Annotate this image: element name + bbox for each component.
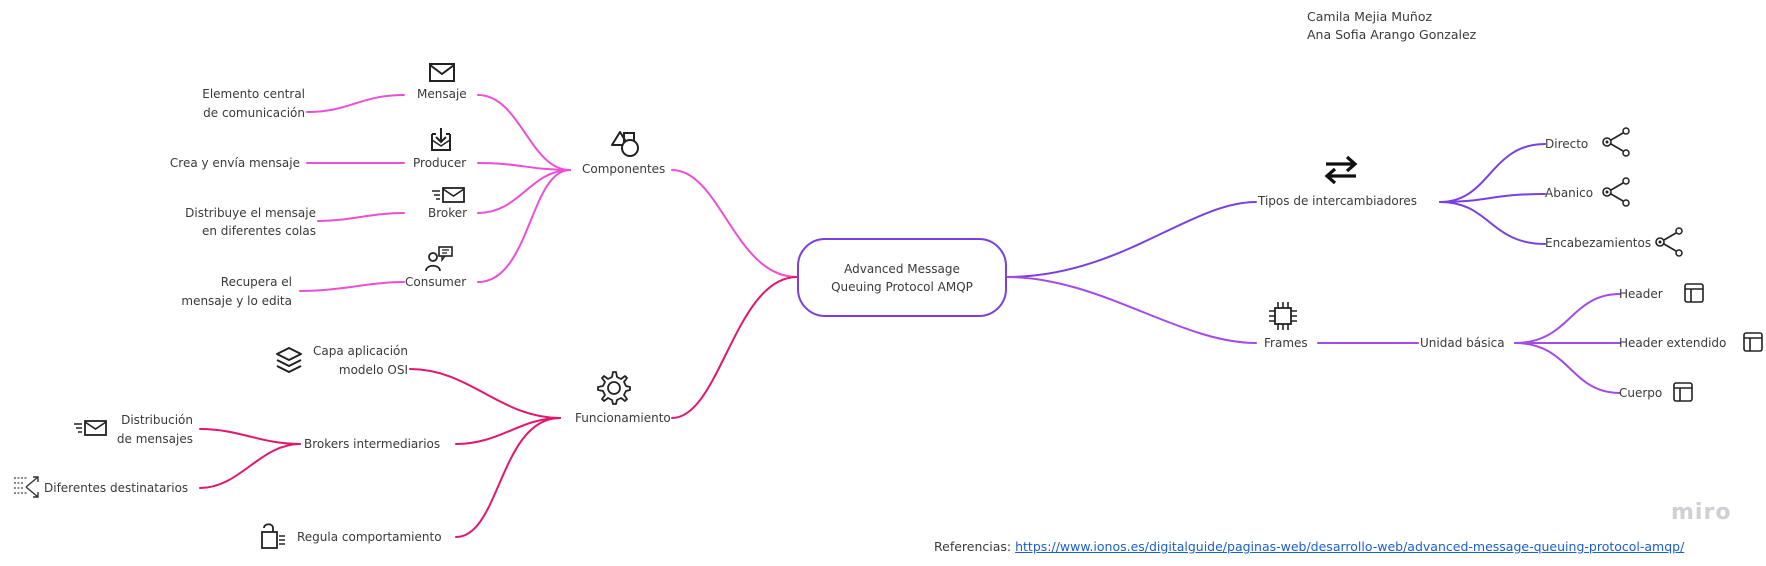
producer-desc: Crea y envía mensaje	[169, 156, 300, 170]
user-chat-icon	[425, 246, 453, 272]
authors: Camila Mejia Muñoz Ana Sofia Arango Gonz…	[1307, 8, 1476, 44]
references-link[interactable]: https://www.ionos.es/digitalguide/pagina…	[1015, 539, 1685, 554]
node-componentes[interactable]: Componentes	[582, 162, 666, 176]
share-nodes-icon	[1602, 127, 1630, 157]
gear-icon	[597, 371, 631, 405]
frame-header[interactable]: Header	[1619, 287, 1663, 301]
tipo-directo[interactable]: Directo	[1545, 137, 1589, 151]
destinatarios: Diferentes destinatarios	[44, 481, 189, 495]
node-unidad-basica[interactable]: Unidad básica	[1420, 336, 1505, 350]
connector-center-funcionamiento	[671, 276, 798, 419]
tipo-abanico[interactable]: Abanico	[1545, 186, 1594, 200]
mensaje-desc-line1: Elemento central	[202, 87, 305, 101]
connector-mensaje-desc	[306, 94, 405, 113]
connector-brokers-distribucion	[199, 428, 301, 445]
broker-desc-line1: Distribuye el mensaje	[185, 206, 316, 220]
connector-componentes-producer	[477, 162, 571, 171]
center-node-line1: Advanced Message	[844, 262, 960, 276]
frame-icon	[1269, 302, 1297, 330]
fast-mail-icon	[74, 420, 107, 436]
node-consumer[interactable]: Consumer	[405, 275, 467, 289]
connector-brokers-destinatarios	[199, 443, 301, 489]
node-mensaje[interactable]: Mensaje	[417, 87, 467, 101]
connector-func-capa	[409, 368, 561, 419]
exchange-arrows-icon	[1324, 155, 1358, 185]
shapes-icon	[611, 131, 639, 157]
mensaje-desc-line2: de comunicación	[203, 106, 305, 120]
connector-unidad-cuerpo	[1514, 342, 1621, 394]
author-2: Ana Sofia Arango Gonzalez	[1307, 27, 1477, 42]
author-1: Camila Mejia Muñoz	[1307, 9, 1433, 24]
center-node-line2: Queuing Protocol AMQP	[831, 280, 973, 294]
node-frames[interactable]: Frames	[1264, 336, 1308, 350]
connector-consumer-desc	[299, 281, 405, 292]
connector-componentes-broker	[477, 169, 571, 214]
connector-center-componentes	[671, 169, 798, 278]
references-label: Referencias:	[934, 539, 1012, 554]
center-node[interactable]	[797, 238, 1007, 317]
fast-mail-icon	[432, 187, 465, 203]
layers-icon	[276, 347, 302, 373]
node-tipos-intercambiadores[interactable]: Tipos de intercambiadores	[1258, 194, 1418, 208]
node-funcionamiento[interactable]: Funcionamiento	[575, 411, 671, 425]
share-nodes-icon	[1602, 177, 1630, 207]
connector-center-tipos	[1006, 201, 1257, 278]
tipo-encabezamientos[interactable]: Encabezamientos	[1545, 236, 1652, 250]
node-brokers-intermediarios[interactable]: Brokers intermediarios	[304, 437, 441, 451]
distribucion-line1: Distribución	[121, 413, 193, 427]
consumer-desc-line1: Recupera el	[220, 275, 292, 289]
layout-icon	[1684, 283, 1704, 303]
connector-broker-desc	[317, 212, 405, 222]
connector-componentes-consumer	[477, 169, 571, 283]
node-producer[interactable]: Producer	[413, 156, 467, 170]
capa-line1: Capa aplicación	[313, 344, 408, 358]
miro-logo: miro	[1671, 500, 1732, 525]
connector-unidad-header	[1514, 293, 1621, 344]
inbox-download-icon	[431, 128, 451, 151]
node-broker[interactable]: Broker	[428, 206, 468, 220]
connector-center-frames	[1006, 276, 1257, 344]
layout-icon	[1743, 332, 1763, 352]
consumer-desc-line2: mensaje y lo edita	[181, 294, 292, 308]
connector-tipos-encab	[1439, 201, 1546, 245]
frame-header-extendido[interactable]: Header extendido	[1619, 336, 1727, 350]
envelope-icon	[429, 63, 455, 82]
recipients-icon	[14, 476, 39, 498]
layout-icon	[1673, 382, 1693, 402]
capa-line2: modelo OSI	[338, 363, 408, 377]
unlock-icon	[261, 523, 285, 549]
broker-desc-line2: en diferentes colas	[201, 224, 316, 238]
connector-tipos-directo	[1439, 143, 1546, 203]
regula: Regula comportamiento	[297, 530, 442, 544]
references: Referencias: https://www.ionos.es/digita…	[934, 539, 1684, 554]
connector-componentes-mensaje	[477, 94, 571, 171]
share-nodes-icon	[1655, 227, 1683, 257]
distribucion-line2: de mensajes	[116, 432, 193, 446]
connector-func-regula	[455, 417, 561, 538]
connector-tipos-abanico	[1439, 193, 1546, 203]
frame-cuerpo[interactable]: Cuerpo	[1619, 386, 1663, 400]
